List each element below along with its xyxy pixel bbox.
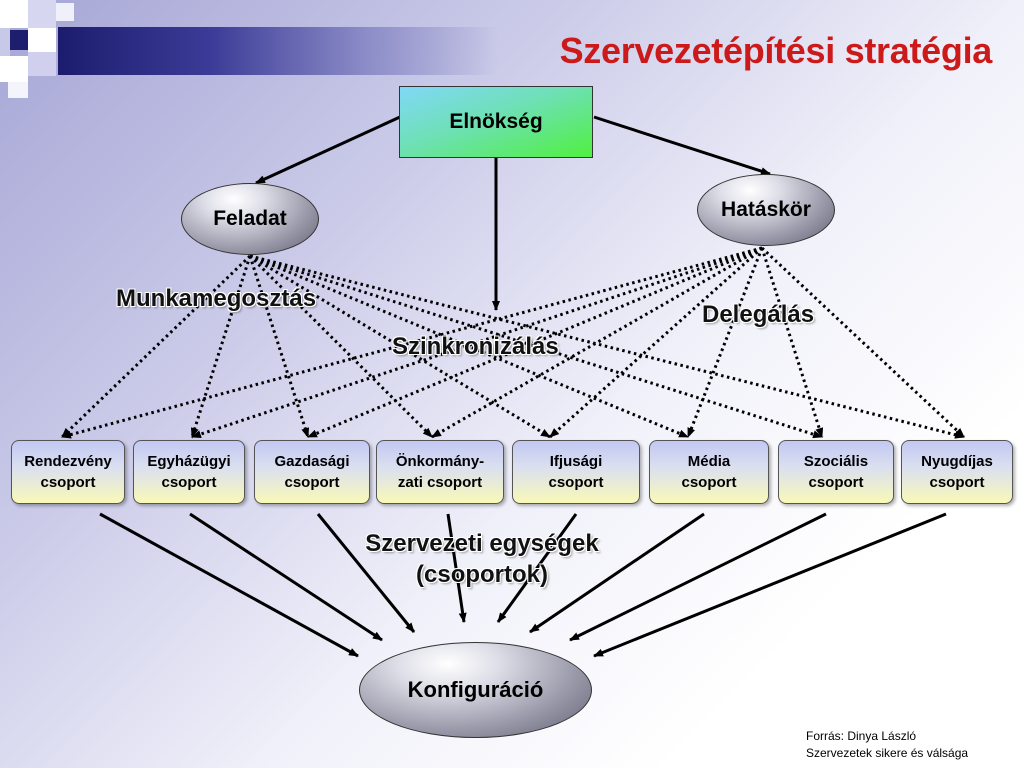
group-box-media: Média csoport <box>649 440 769 504</box>
group-box-gazdasagi: Gazdasági csoport <box>254 440 370 504</box>
group-line1: Ifjusági <box>549 453 603 470</box>
corner-square-white-3 <box>28 28 56 52</box>
arrow-media-konfiguracio <box>529 512 705 634</box>
group-box-rendezveny: Rendezvény csoport <box>11 440 125 504</box>
munkamegosztas-label: Munkamegosztás <box>116 285 317 312</box>
group-line2: csoport <box>284 474 340 491</box>
group-line1: Média <box>687 453 731 470</box>
dotted-arrow-hataskor-group-3 <box>307 246 763 439</box>
corner-square-navy <box>10 30 28 50</box>
arrow-szocialis-konfiguracio <box>569 512 827 642</box>
group-box-egyhazugyi: Egyházügyi csoport <box>133 440 245 504</box>
group-line1: Nyugdíjas <box>921 453 993 470</box>
corner-square-white-1 <box>0 0 28 28</box>
arrow-elnokseg-hataskor <box>593 115 771 176</box>
corner-square-white-5 <box>8 82 28 98</box>
dotted-connector-group <box>60 246 966 439</box>
group-line2: csoport <box>40 474 96 491</box>
header-gradient-bar <box>58 27 498 75</box>
corner-square-lavender-3 <box>28 52 56 76</box>
egysegek-line1: Szervezeti egységek <box>365 530 599 557</box>
group-box-szocialis: Szociális csoport <box>778 440 894 504</box>
dotted-arrow-feladat-group-6 <box>249 254 689 439</box>
dotted-arrow-feladat-group-2 <box>190 255 252 438</box>
group-line1: Rendezvény <box>24 453 112 470</box>
dotted-arrow-hataskor-group-6 <box>686 247 764 438</box>
group-line1: Gazdasági <box>274 453 350 470</box>
elnokseg-box: Elnökség <box>399 86 593 158</box>
group-line1: Szociális <box>803 453 869 470</box>
dotted-arrow-feladat-group-3 <box>248 255 310 438</box>
solid-arrow-group <box>99 115 947 658</box>
corner-square-white-4 <box>0 56 28 82</box>
group-box-nyugdijas: Nyugdíjas csoport <box>901 440 1013 504</box>
arrow-ifjusagi-konfiguracio <box>496 513 578 623</box>
konfiguracio-ellipse: Konfiguráció <box>359 642 592 738</box>
corner-square-lavender-1 <box>28 0 56 28</box>
elnokseg-label: Elnökség <box>449 110 543 133</box>
dotted-arrow-feladat-group-1 <box>60 254 252 439</box>
group-box-ifjusagi: Ifjusági csoport <box>512 440 640 504</box>
slide-title: Szervezetépítési stratégia <box>559 30 993 71</box>
feladat-ellipse: Feladat <box>181 183 319 255</box>
arrow-rendezveny-konfiguracio <box>99 512 359 658</box>
szinkronizalas-label: Szinkronizálás <box>392 333 559 360</box>
group-line2: zati csoport <box>397 474 483 491</box>
arrow-egyhazugyi-konfiguracio <box>189 512 383 642</box>
group-line2: csoport <box>548 474 604 491</box>
group-line1: Önkormány- <box>395 453 485 470</box>
arrow-onkormanyzati-konfiguracio <box>446 513 467 623</box>
group-line2: csoport <box>808 474 864 491</box>
group-line2: csoport <box>929 474 985 491</box>
arrow-elnokseg-feladat <box>255 115 401 185</box>
dotted-arrow-hataskor-group-8 <box>760 246 966 439</box>
group-line2: csoport <box>161 474 217 491</box>
corner-square-white-2 <box>56 3 74 21</box>
corner-square-lavender-2 <box>0 28 10 56</box>
dotted-arrow-feladat-group-8 <box>249 254 965 439</box>
group-box-onkormanyzati: Önkormány-zati csoport <box>376 440 504 504</box>
source-line1: Forrás: Dinya László <box>806 729 917 743</box>
group-line2: csoport <box>681 474 737 491</box>
source-citation: Forrás: Dinya László Szervezetek sikere … <box>806 728 968 762</box>
arrow-nyugdijas-konfiguracio <box>593 512 947 658</box>
dotted-arrow-feladat-group-5 <box>249 254 551 439</box>
dotted-arrow-hataskor-group-7 <box>760 247 824 438</box>
delegalas-label: Delegálás <box>702 301 815 328</box>
konfiguracio-label: Konfiguráció <box>407 677 544 702</box>
dotted-arrow-hataskor-group-1 <box>61 246 763 439</box>
source-line2: Szervezetek sikere és válsága <box>806 746 969 760</box>
dotted-arrow-feladat-group-7 <box>249 254 823 439</box>
arrow-gazdasagi-konfiguracio <box>316 513 416 633</box>
group-line1: Egyházügyi <box>147 453 231 470</box>
dotted-arrow-feladat-group-4 <box>248 254 434 439</box>
hataskor-ellipse: Hatáskör <box>697 174 835 246</box>
dotted-arrow-hataskor-group-2 <box>191 246 763 439</box>
szervezeti-egysegek-label: Szervezeti egységek (csoportok) <box>300 528 664 590</box>
hataskor-label: Hatáskör <box>721 198 811 221</box>
egysegek-line2: (csoportok) <box>416 561 548 588</box>
feladat-label: Feladat <box>213 207 287 230</box>
